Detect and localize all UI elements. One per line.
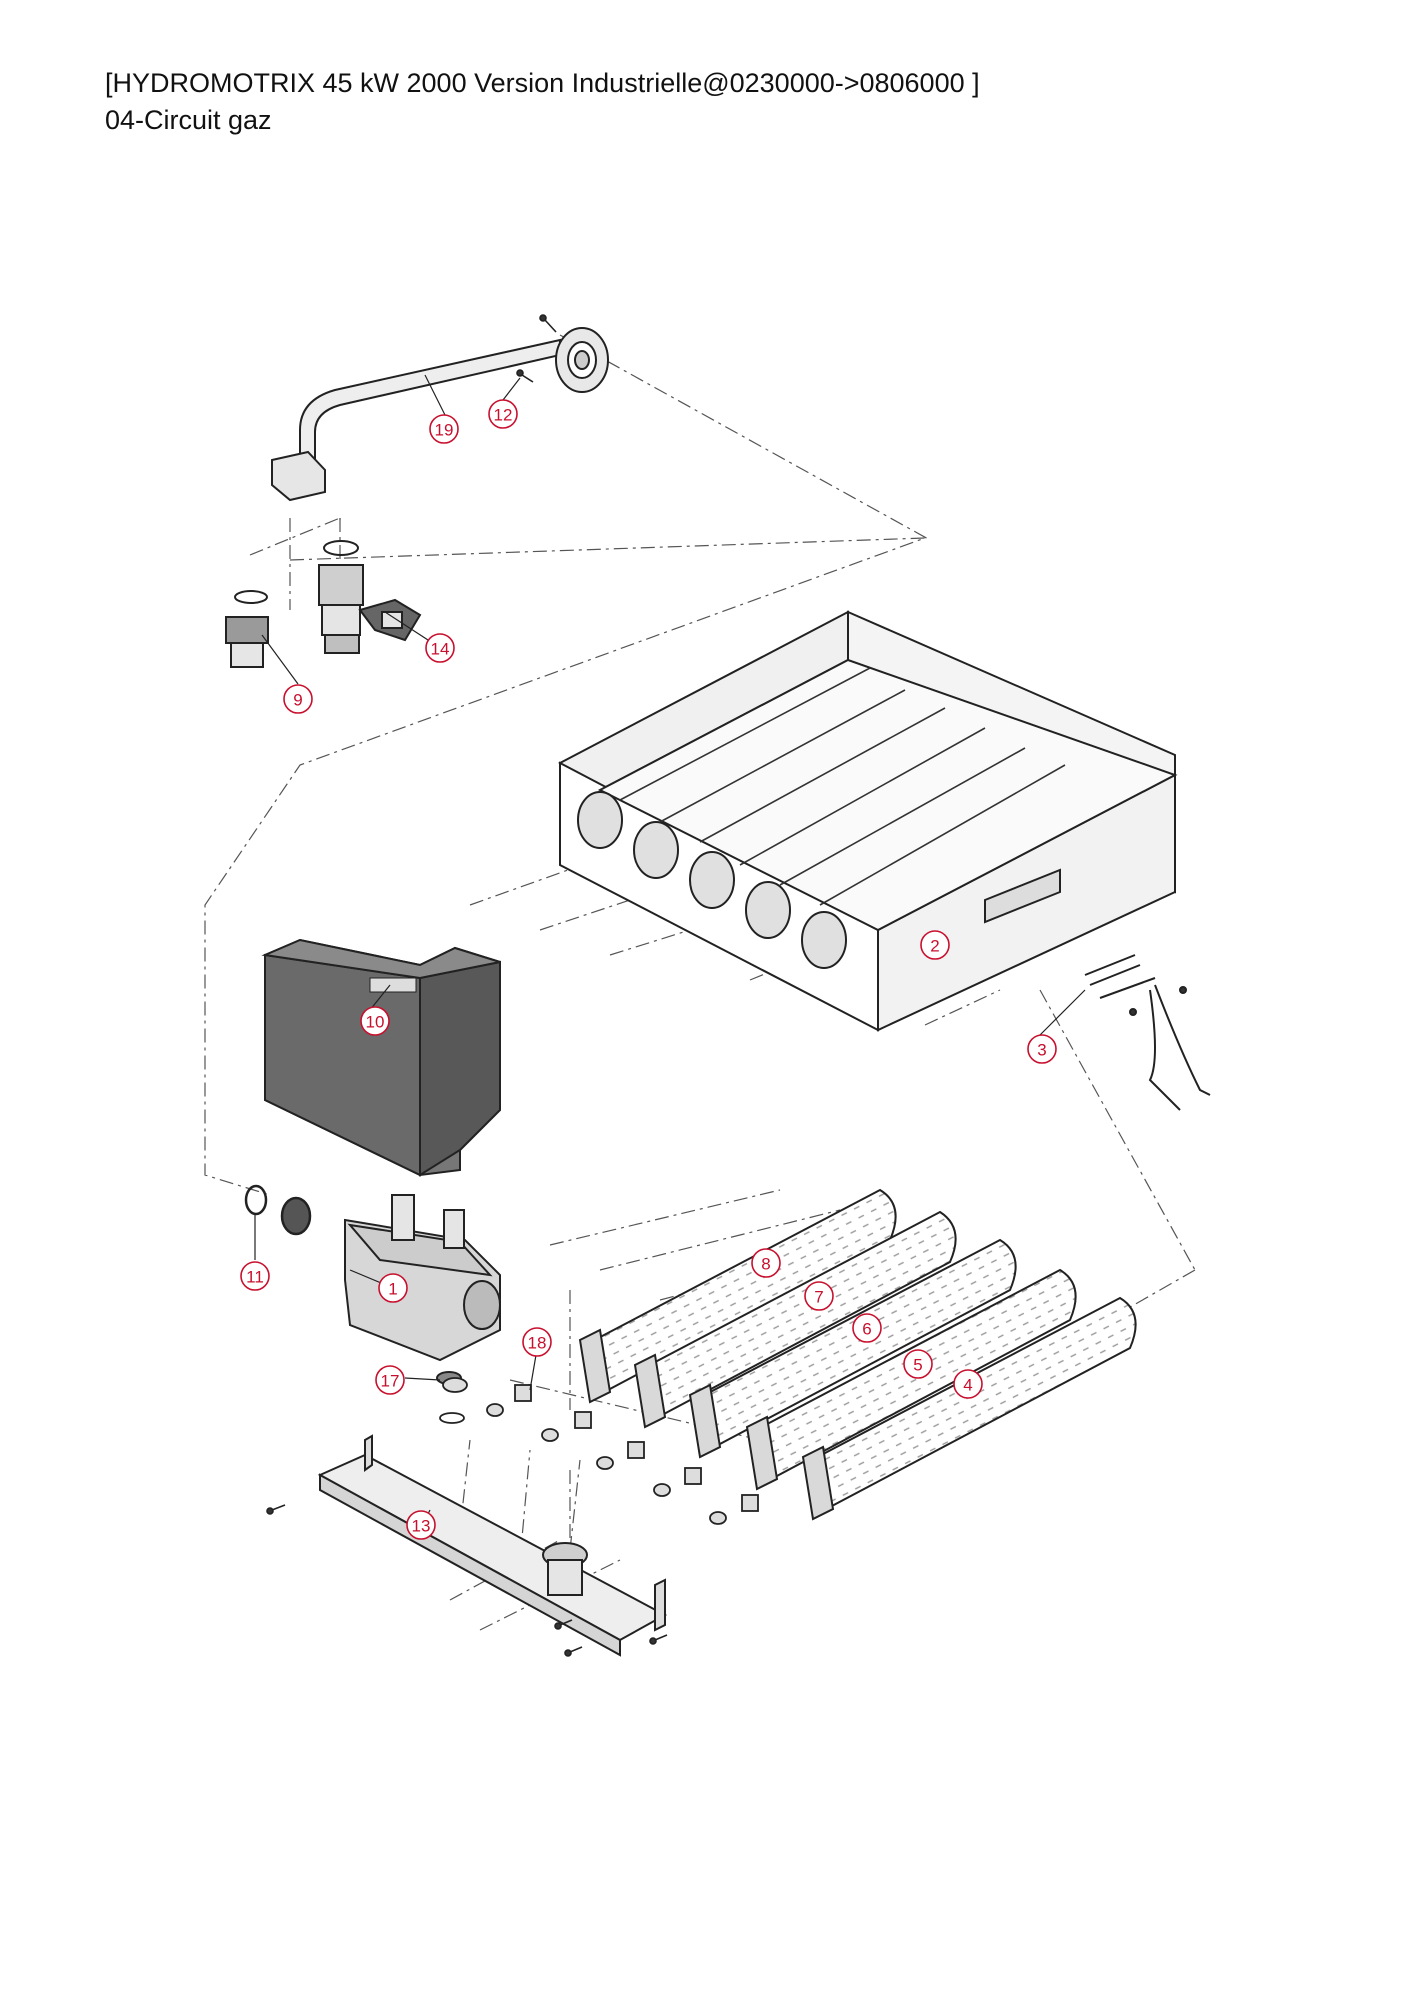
gas-distribution-manifold <box>266 1434 668 1657</box>
callout-number: 17 <box>381 1372 400 1391</box>
callout-circle <box>920 930 950 960</box>
callout-circle <box>240 1261 270 1291</box>
gas-supply-pipe <box>271 327 609 502</box>
callout-number: 2 <box>930 937 939 956</box>
callout-9: 9 <box>283 684 313 714</box>
callout-number: 12 <box>494 406 513 425</box>
callout-number: 14 <box>431 640 450 659</box>
callout-10: 10 <box>360 1006 390 1036</box>
callout-1: 1 <box>378 1273 408 1303</box>
callout-7: 7 <box>804 1281 834 1311</box>
callout-number: 10 <box>366 1013 385 1032</box>
callout-number: 5 <box>913 1356 922 1375</box>
callout-circle <box>903 1349 933 1379</box>
burner-tubes <box>578 1188 1137 1521</box>
callout-circle <box>953 1369 983 1399</box>
callout-17: 17 <box>375 1365 405 1395</box>
callout-3: 3 <box>1027 1034 1057 1064</box>
callout-11: 11 <box>240 1261 270 1291</box>
callout-circle <box>429 414 459 444</box>
callout-number: 4 <box>963 1376 972 1395</box>
callout-5: 5 <box>903 1349 933 1379</box>
callout-2: 2 <box>920 930 950 960</box>
callout-number: 3 <box>1037 1041 1046 1060</box>
callout-circle <box>488 399 518 429</box>
gas-control-box <box>261 938 501 1177</box>
gas-valve-and-fittings <box>225 540 422 668</box>
o-ring-and-filter <box>244 1184 312 1236</box>
callout-circle <box>283 684 313 714</box>
callout-circle <box>751 1248 781 1278</box>
callout-circle <box>375 1365 405 1395</box>
callout-circle <box>378 1273 408 1303</box>
callout-14: 14 <box>425 633 455 663</box>
callout-number: 1 <box>388 1280 397 1299</box>
callout-13: 13 <box>406 1510 436 1540</box>
callout-19: 19 <box>429 414 459 444</box>
callout-circle <box>522 1327 552 1357</box>
callout-number: 8 <box>761 1255 770 1274</box>
callout-circle <box>406 1510 436 1540</box>
callout-number: 13 <box>412 1517 431 1536</box>
injector-nozzles-and-washers <box>439 1377 759 1525</box>
callout-18: 18 <box>522 1327 552 1357</box>
flange-screws <box>516 314 557 383</box>
burner-chamber-box <box>558 610 1178 1032</box>
callout-circle <box>425 633 455 663</box>
diagram-title: [HYDROMOTRIX 45 kW 2000 Version Industri… <box>105 68 980 98</box>
callout-12: 12 <box>488 399 518 429</box>
callout-circle <box>852 1313 882 1343</box>
callout-number: 9 <box>293 691 302 710</box>
callout-number: 7 <box>814 1288 823 1307</box>
callout-8: 8 <box>751 1248 781 1278</box>
diagram-subtitle: 04-Circuit gaz <box>105 105 272 135</box>
gas-regulating-valve <box>344 1194 501 1385</box>
callout-4: 4 <box>953 1369 983 1399</box>
callout-circle <box>360 1006 390 1036</box>
callout-number: 19 <box>435 421 454 440</box>
callout-circle <box>804 1281 834 1311</box>
callout-circle <box>1027 1034 1057 1064</box>
callout-number: 18 <box>528 1334 547 1353</box>
callout-number: 6 <box>862 1320 871 1339</box>
ignition-electrode <box>1084 954 1211 1111</box>
callout-number: 11 <box>246 1268 264 1287</box>
callout-6: 6 <box>852 1313 882 1343</box>
